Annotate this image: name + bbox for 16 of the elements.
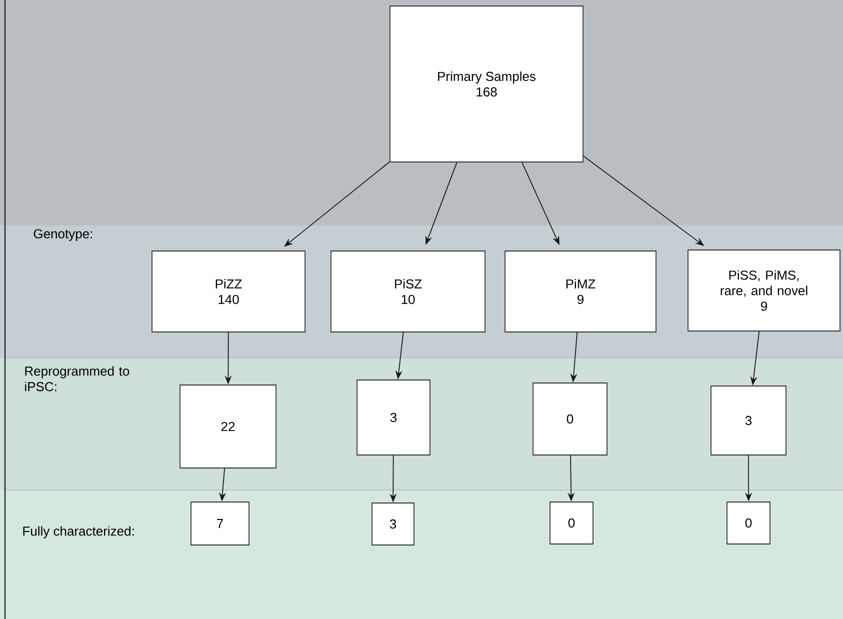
sample-box: PiZZ 140 <box>152 250 306 332</box>
sample-box: Primary Samples 168 <box>390 6 584 162</box>
row-label: Fully characterized: <box>23 526 134 538</box>
row-label: Reprogrammed to iPSC: <box>25 366 130 392</box>
sample-box: 3 <box>356 380 430 456</box>
sample-box: PiSS, PiMS, rare, and novel 9 <box>688 250 840 332</box>
sample-box: 0 <box>726 502 770 544</box>
sample-box: 0 <box>550 502 594 544</box>
sample-box: PiMZ 9 <box>504 250 656 332</box>
sample-box: 7 <box>190 502 250 546</box>
sample-box: 22 <box>180 384 276 468</box>
sample-box: 0 <box>532 382 608 456</box>
sample-box: PiSZ 10 <box>330 250 486 332</box>
sample-box: 3 <box>710 386 786 456</box>
sample-box: 3 <box>372 502 414 546</box>
row-label: Genotype: <box>34 229 92 241</box>
